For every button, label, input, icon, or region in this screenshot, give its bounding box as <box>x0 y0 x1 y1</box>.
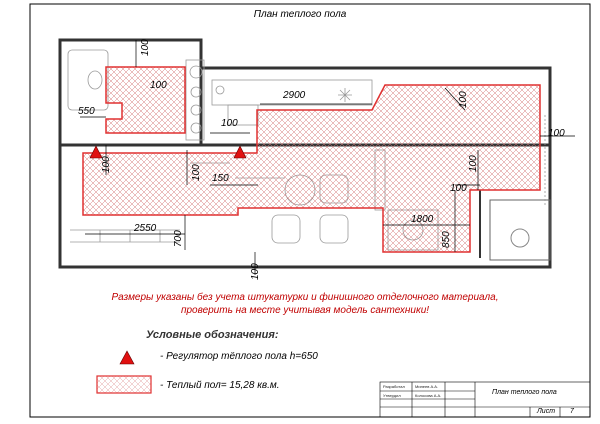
warning-note: Размеры указаны без учета штукатурки и ф… <box>111 292 499 316</box>
dim-label: 850 <box>441 231 452 248</box>
dim-label: 100 <box>450 183 467 194</box>
stamp-sheet-number: 7 <box>570 408 574 415</box>
dim-label: 700 <box>173 230 184 247</box>
dim-label: 100 <box>458 91 469 108</box>
dim-label: 100 <box>548 128 565 139</box>
dim-label: 100 <box>140 39 151 56</box>
dim-label: 1800 <box>411 214 434 225</box>
stamp-approved-label: Утвердил <box>383 393 401 398</box>
washer-outline <box>489 199 551 261</box>
legend-floor-text: - Теплый пол= 15,28 кв.м. <box>160 380 280 391</box>
heated-floor-bathroom <box>105 66 186 134</box>
legend-regulator-icon <box>119 350 135 365</box>
washer-drum <box>510 228 530 248</box>
regulator-marker-left <box>89 145 103 159</box>
legend-floor-swatch <box>96 375 152 394</box>
dim-label: 100 <box>101 156 112 173</box>
stamp-approved-name: Колосова А.А. <box>415 393 442 398</box>
stamp-sheet-label: Лист <box>537 408 556 415</box>
legend-regulator-text: - Регулятор тёплого пола h=650 <box>160 351 318 362</box>
legend-heading: Условные обозначения: <box>146 329 279 341</box>
dim-label: 150 <box>212 173 229 184</box>
page-title: План теплого пола <box>253 9 347 20</box>
dim-label: 2900 <box>283 90 306 101</box>
heated-floor-main <box>82 84 541 253</box>
stamp-developed-label: Разработал <box>383 384 405 389</box>
stamp-title: План теплого пола <box>492 389 557 396</box>
dim-label: 100 <box>191 164 202 181</box>
sheet-frame <box>29 3 591 418</box>
dim-label: 100 <box>150 80 167 91</box>
dim-label: 100 <box>250 263 261 280</box>
dim-label: 100 <box>468 155 479 172</box>
dim-label: 100 <box>221 118 238 129</box>
dim-label: 2550 <box>134 223 157 234</box>
kitchen-walls <box>201 66 552 145</box>
title-stamp <box>379 381 591 418</box>
dim-label: 550 <box>78 106 95 117</box>
dimension-lines <box>80 40 575 275</box>
stamp-developed-name: Минеев А.А. <box>415 384 439 389</box>
regulator-marker-right <box>233 145 247 159</box>
